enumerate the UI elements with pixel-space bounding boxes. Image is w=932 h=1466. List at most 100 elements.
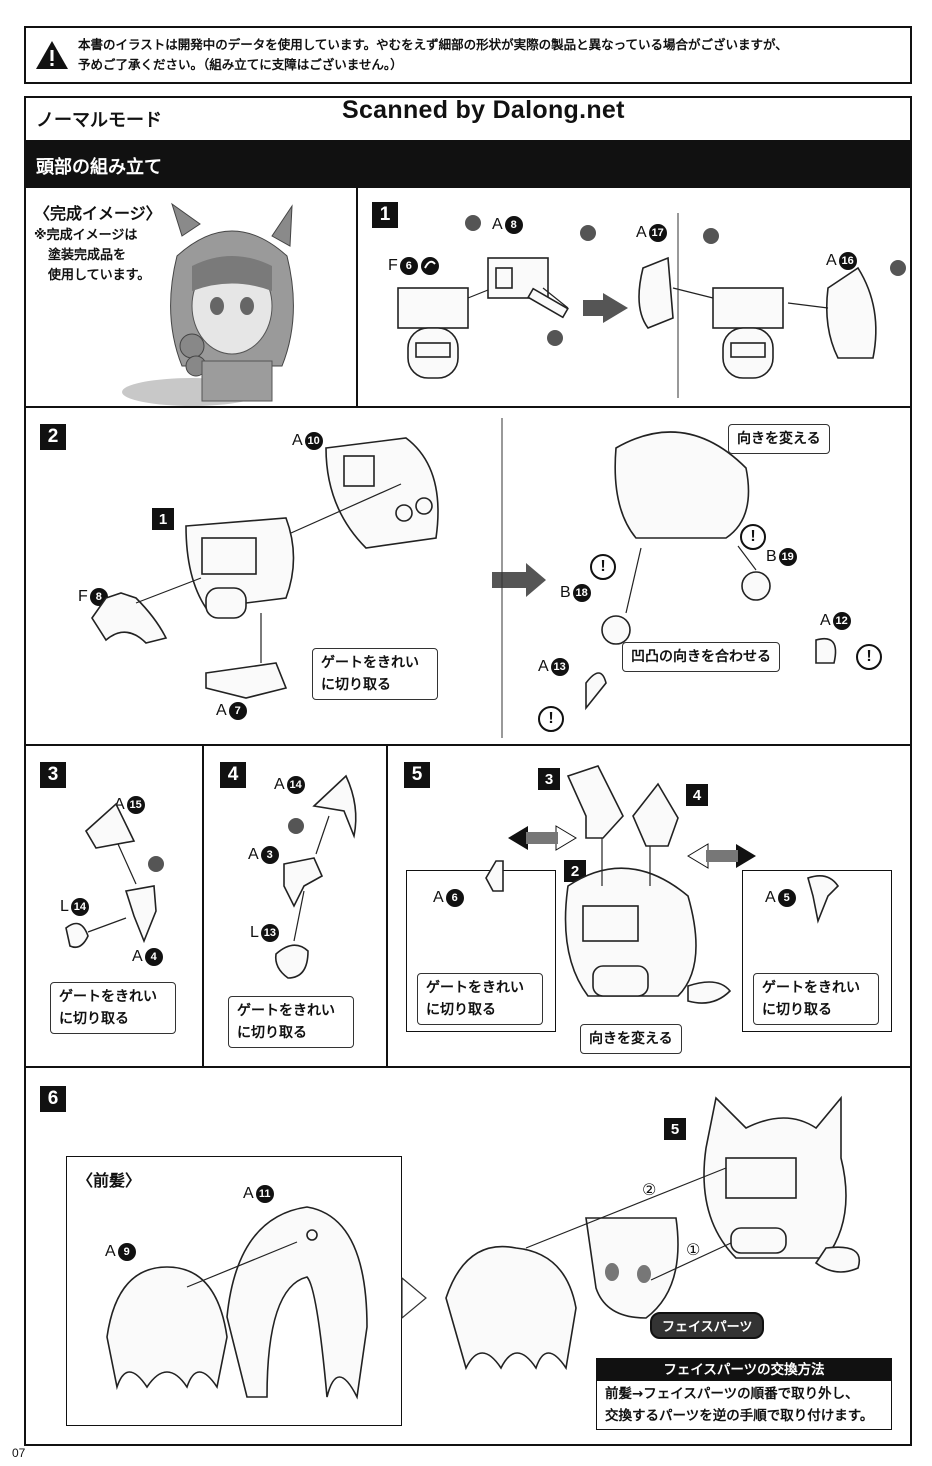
gate-note-line-1: ゲートをきれい: [321, 655, 419, 671]
part-number: 17: [648, 224, 667, 242]
step-number: 4: [220, 762, 246, 788]
part-number: 12: [832, 612, 851, 630]
mode-title: ノーマルモード: [36, 110, 162, 131]
completion-note-1: ※完成イメージは: [34, 228, 138, 243]
gate-note: ゲートをきれいに切り取る: [312, 648, 438, 700]
part-letter: A: [114, 796, 125, 813]
turn-note: 向きを変える: [728, 424, 830, 454]
gate-note-line-1: ゲートをきれい: [762, 980, 860, 996]
gate-note-line-2: に切り取る: [237, 1025, 307, 1041]
part-letter: B: [766, 548, 777, 565]
gate-note-line-2: に切り取る: [59, 1011, 129, 1027]
page-number: 07: [12, 1446, 26, 1460]
part-letter: A: [132, 948, 143, 965]
part-number: 13: [550, 658, 569, 676]
part-letter: L: [60, 898, 69, 915]
part-letter: A: [216, 702, 227, 719]
part-letter: A: [492, 216, 503, 233]
section-bar: 頭部の組み立て: [24, 142, 912, 188]
completion-note-2: 塗装完成品を: [48, 248, 127, 263]
step-number: 5: [404, 762, 430, 788]
part-number: 14: [286, 776, 305, 794]
part-letter: A: [538, 658, 549, 675]
part-number: 6: [399, 257, 418, 275]
part-letter: A: [433, 889, 444, 906]
part-number: 16: [838, 252, 857, 270]
ref-step-4: 4: [686, 784, 708, 806]
ref-step-2: 2: [564, 860, 586, 882]
part-letter: A: [826, 252, 837, 269]
part-letter: F: [388, 257, 398, 274]
gate-note-line-1: ゲートをきれい: [426, 980, 524, 996]
part-letter: A: [274, 776, 285, 793]
mode-header: ノーマルモード Scanned by Dalong.net: [24, 96, 912, 142]
gate-note-line-2: に切り取る: [762, 1002, 832, 1018]
face-exchange-body: 前髪→フェイスパーツの順番で取り外し、 交換するパーツを逆の手順で取り付けます。: [597, 1381, 891, 1429]
gate-note: ゲートをきれいに切り取る: [417, 973, 543, 1025]
step-5-diagram: [485, 765, 840, 1004]
step-number: 3: [40, 762, 66, 788]
align-note: 凹凸の向きを合わせる: [622, 642, 780, 672]
part-letter: A: [105, 1243, 116, 1260]
warning-line-2: 予めご了承ください。（組み立てに支障はございません。）: [78, 57, 403, 72]
gate-note: ゲートをきれいに切り取る: [228, 996, 354, 1048]
part-number: 9: [117, 1243, 136, 1261]
step-number: 2: [40, 424, 66, 450]
part-number: 7: [228, 702, 247, 720]
order-2: ②: [642, 1180, 657, 1199]
part-number: 18: [572, 584, 591, 602]
part-number: 15: [126, 796, 145, 814]
gate-note-line-1: ゲートをきれい: [59, 989, 157, 1005]
part-number: 3: [260, 846, 279, 864]
part-number: 6: [445, 889, 464, 907]
step-3-diagram: [65, 802, 164, 949]
completed-head-photo: [122, 202, 294, 406]
gate-note-line-1: ゲートをきれい: [237, 1003, 335, 1019]
caution-icon: !: [590, 554, 616, 580]
step-2-diagram: [91, 418, 837, 738]
face-exchange-line-1: 前髪→フェイスパーツの順番で取り外し、: [605, 1386, 859, 1402]
part-letter: A: [636, 224, 647, 241]
bangs-diagram: [106, 1206, 368, 1400]
step-number: 6: [40, 1086, 66, 1112]
order-1: ①: [686, 1240, 701, 1259]
warning-text: 本書のイラストは開発中のデータを使用しています。やむをえず細部の形状が実際の製品…: [78, 35, 794, 75]
gate-note: ゲートをきれいに切り取る: [753, 973, 879, 1025]
face-exchange-box: フェイスパーツの交換方法 前髪→フェイスパーツの順番で取り外し、 交換するパーツ…: [596, 1358, 892, 1430]
part-letter: A: [820, 612, 831, 629]
face-exchange-title: フェイスパーツの交換方法: [597, 1359, 891, 1381]
caution-icon: !: [740, 524, 766, 550]
gate-note-line-2: に切り取る: [426, 1002, 496, 1018]
part-letter: B: [560, 584, 571, 601]
ref-step-3: 3: [538, 768, 560, 790]
part-number: 10: [304, 432, 323, 450]
step-6-diagram: [401, 1095, 861, 1371]
turn-note: 向きを変える: [580, 1024, 682, 1054]
part-number: 11: [255, 1185, 274, 1203]
completion-title: 〈完成イメージ〉: [34, 204, 162, 223]
warning-banner: 本書のイラストは開発中のデータを使用しています。やむをえず細部の形状が実際の製品…: [24, 26, 912, 84]
bangs-title: 〈前髪〉: [77, 1171, 142, 1190]
